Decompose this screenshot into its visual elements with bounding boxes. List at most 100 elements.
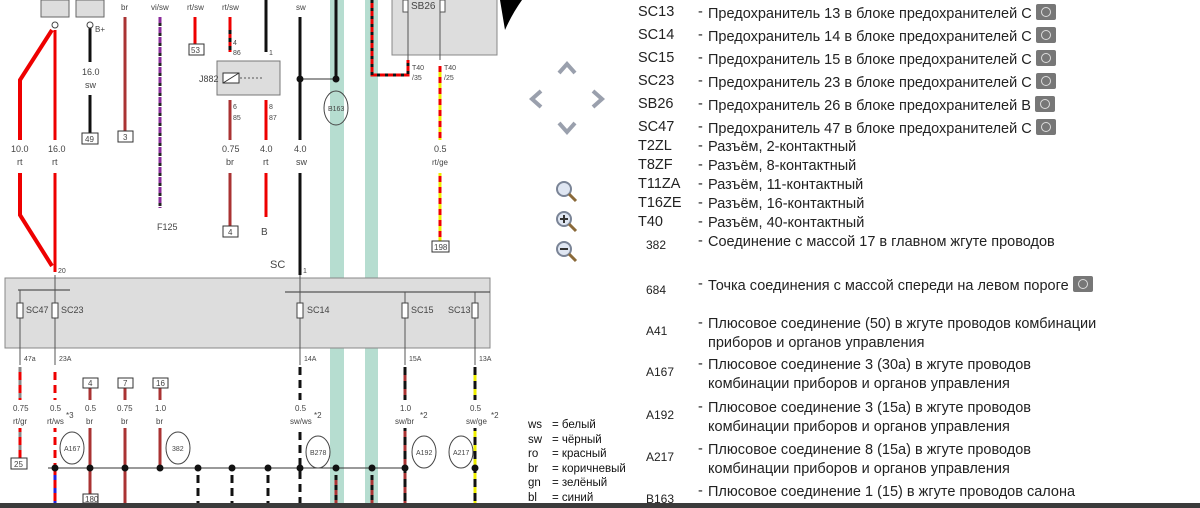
diagram-mark	[81, 132, 99, 145]
diagram-label: rt	[52, 157, 58, 167]
diagram-mark	[264, 464, 272, 472]
fuse-block-top	[40, 0, 70, 18]
diagram-label: vi/sw	[151, 3, 169, 12]
ref-box-180[interactable]: 180	[85, 495, 99, 503]
ground-382[interactable]	[165, 431, 191, 465]
diagram-mark: 47a 23A 14A 15A 13A	[24, 356, 492, 363]
diagram-mark	[82, 62, 98, 95]
fuse-sc23[interactable]: SC23	[61, 305, 84, 315]
diagram-mark	[222, 140, 274, 173]
diagram-label: 1	[303, 268, 307, 275]
diagram-mark	[51, 464, 479, 472]
diagram-mark	[395, 400, 415, 428]
ref-box-25[interactable]: 25	[14, 460, 23, 469]
connector-a167[interactable]	[59, 431, 85, 465]
diagram-label: 1.0	[155, 404, 167, 413]
diagram-mark	[567, 252, 578, 263]
fuse-sc47[interactable]: SC47	[26, 305, 49, 315]
connector-b163[interactable]	[323, 90, 349, 126]
ref-f125[interactable]: F125	[157, 222, 178, 232]
diagram-mark	[156, 464, 164, 472]
diagram-mark	[47, 400, 65, 428]
ref-box-198[interactable]: 198	[434, 243, 448, 252]
diagram-mark	[402, 0, 409, 13]
diagram-mark	[82, 493, 99, 503]
camera-icon[interactable]	[1035, 119, 1056, 135]
connector-a192[interactable]	[411, 435, 437, 469]
connector-a217[interactable]	[448, 435, 474, 469]
diagram-label: 0.5	[85, 404, 97, 413]
diagram-mark	[290, 400, 310, 428]
ref-b[interactable]: B	[261, 227, 268, 238]
diagram-label: sw/ws	[290, 417, 312, 426]
diagram-label: 4.0	[260, 144, 273, 154]
camera-icon[interactable]	[1035, 50, 1056, 66]
diagram-label: br	[226, 157, 234, 167]
diagram-label: A217	[453, 450, 469, 457]
bottom-bar	[0, 503, 1200, 508]
ref-box-3[interactable]: 3	[123, 133, 128, 142]
diagram-label: 20	[58, 268, 66, 275]
fuse-sc13[interactable]: SC13	[448, 305, 471, 315]
diagram-mark	[567, 222, 578, 233]
diagram-label: 1.0	[400, 404, 412, 413]
fuse-sc14[interactable]: SC14	[307, 305, 330, 315]
wiring-diagram[interactable]: SB26 10.0 rt 16.0 rt B+ 16.0 sw 49 br 3 …	[0, 0, 640, 503]
ref-box-7[interactable]: 7	[123, 379, 128, 388]
fuse-block-top	[75, 0, 105, 18]
ref-box-4[interactable]: 4	[228, 228, 233, 237]
diagram-label: /35	[412, 75, 422, 82]
diagram-label: 0.75	[13, 404, 29, 413]
diagram-label: 85	[233, 115, 241, 122]
diagram-mark	[296, 464, 304, 472]
diagram-mark	[51, 464, 59, 472]
fuse-label-sb26: SB26	[411, 1, 436, 12]
diagram-label: 0.5	[50, 404, 62, 413]
diagram-mark	[117, 130, 134, 143]
teal-band	[365, 0, 378, 503]
pan-down-icon[interactable]	[556, 120, 578, 136]
diagram-label: rt	[263, 157, 269, 167]
zoom-out-icon[interactable]	[555, 240, 579, 264]
camera-icon[interactable]	[1072, 276, 1093, 292]
diagram-label: 8	[269, 104, 273, 111]
diagram-mark	[557, 121, 577, 136]
diagram-label: sw	[296, 157, 308, 167]
connector-b278[interactable]	[305, 435, 331, 469]
diagram-mark	[222, 72, 240, 84]
camera-icon[interactable]	[1035, 4, 1056, 20]
diagram-mark	[471, 464, 479, 472]
fuse-sc15[interactable]: SC15	[411, 305, 434, 315]
ref-box-16[interactable]: 16	[156, 379, 165, 388]
zoom-icon[interactable]	[555, 180, 579, 204]
diagram-mark	[591, 89, 606, 109]
pan-up-icon[interactable]	[556, 60, 578, 76]
diagram-label: sw/br	[395, 417, 414, 426]
diagram-label: 0.5	[295, 404, 307, 413]
diagram-label: SC	[270, 259, 285, 271]
diagram-mark	[121, 464, 129, 472]
diagram-mark	[82, 377, 99, 389]
diagram-mark	[332, 75, 340, 83]
diagram-mark	[18, 367, 477, 503]
camera-icon[interactable]	[1035, 27, 1056, 43]
ref-box-53[interactable]: 53	[191, 46, 200, 55]
diagram-label: *2	[420, 411, 428, 420]
camera-icon[interactable]	[1035, 73, 1056, 89]
diagram-label: 0.5	[434, 144, 447, 154]
diagram-label: B+	[95, 25, 105, 34]
diagram-mark	[152, 400, 168, 428]
diagram-label: 0.75	[117, 404, 133, 413]
camera-icon[interactable]	[1034, 96, 1055, 112]
diagram-label: 15A	[409, 356, 422, 363]
ref-box-4[interactable]: 4	[88, 379, 93, 388]
pan-right-icon[interactable]	[590, 88, 606, 110]
diagram-label: 1	[269, 50, 273, 57]
pan-left-icon[interactable]	[528, 88, 544, 110]
diagram-label: 23A	[59, 356, 72, 363]
diagram-label: 87	[269, 115, 277, 122]
diagram-label: 14A	[304, 356, 317, 363]
zoom-in-icon[interactable]	[555, 210, 579, 234]
ref-box-49[interactable]: 49	[85, 135, 94, 144]
diagram-label: 86	[233, 50, 241, 57]
